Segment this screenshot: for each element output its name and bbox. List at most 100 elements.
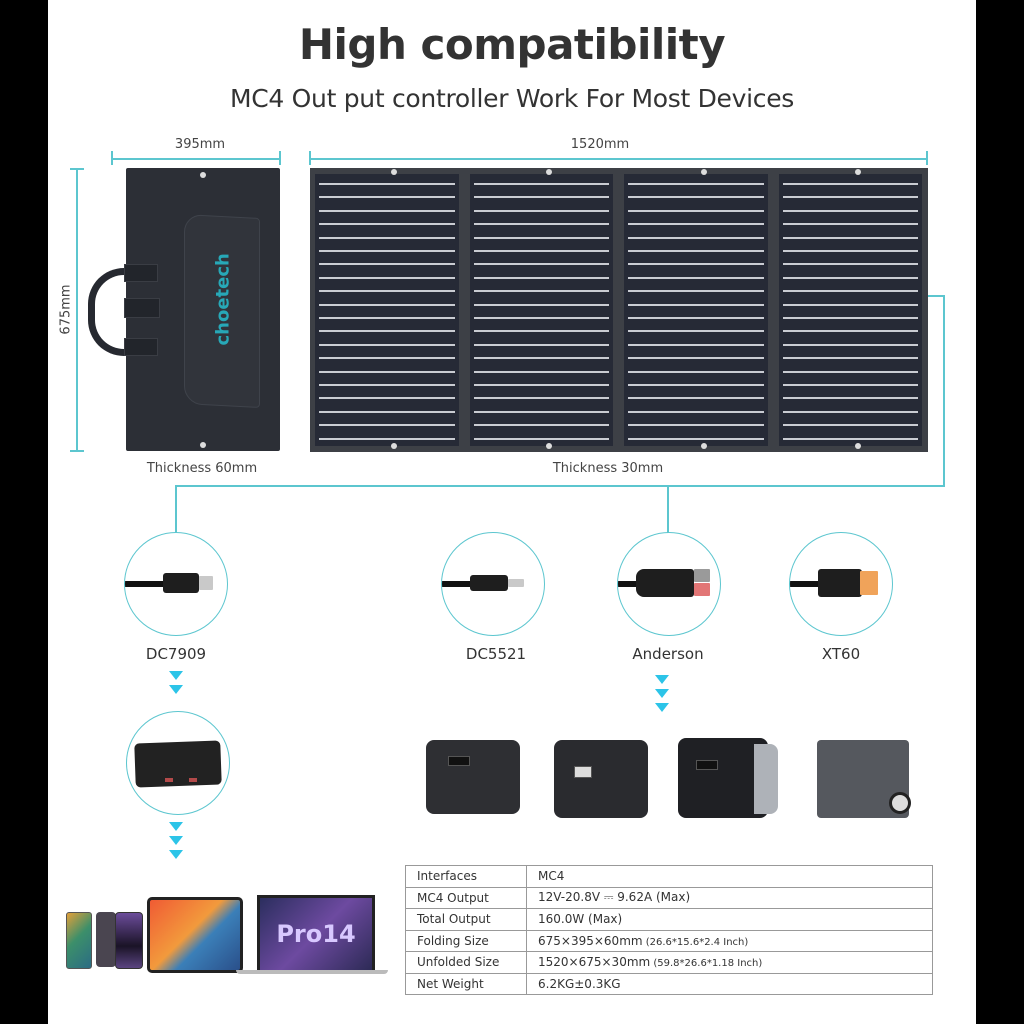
busbar-line <box>319 317 455 319</box>
grommet-icon <box>391 443 397 449</box>
busbar-line <box>319 424 455 427</box>
power-station-3 <box>678 738 778 818</box>
unfolded-width-label: 1520mm <box>570 137 630 152</box>
spec-key: Interfaces <box>405 865 527 888</box>
page-subtitle: MC4 Out put controller Work For Most Dev… <box>229 84 795 113</box>
grommet-icon <box>855 169 861 175</box>
spec-key: Total Output <box>405 908 527 931</box>
busbar-line <box>474 370 609 373</box>
unfolded-thickness-label: Thickness 30mm <box>552 461 664 476</box>
busbar-line <box>783 209 918 212</box>
height-line <box>76 168 78 452</box>
iphone-back <box>96 912 116 967</box>
connector-line <box>943 295 945 486</box>
solar-cell-panel <box>470 174 613 446</box>
iphone <box>115 912 143 969</box>
handle-strap <box>124 264 158 282</box>
handle-strap <box>124 338 158 356</box>
busbar-line <box>628 384 764 386</box>
busbar-line <box>319 209 455 212</box>
power-station-2 <box>554 740 648 818</box>
connector-line <box>175 485 177 533</box>
busbar-line <box>783 223 918 226</box>
spec-key: Net Weight <box>405 972 527 995</box>
busbar-line <box>628 370 764 373</box>
busbar-line <box>628 330 764 333</box>
busbar-line <box>474 410 609 413</box>
solar-cell-panel <box>315 174 459 446</box>
busbar-line <box>783 303 918 306</box>
unfolded-solar-panel <box>310 168 928 452</box>
busbar-line <box>783 250 918 252</box>
grommet-icon <box>701 169 707 175</box>
busbar-line <box>628 276 764 279</box>
busbar-line <box>319 370 455 373</box>
unfolded-width-line <box>310 158 928 160</box>
busbar-line <box>474 437 609 440</box>
busbar-line <box>474 183 609 185</box>
spec-value: 160.0W (Max) <box>526 908 933 931</box>
tablet <box>147 897 243 973</box>
laptop: Pro14 <box>257 895 375 974</box>
spec-table: Interfaces MC4 MC4 Output 12V-20.8V ⎓ 9.… <box>405 865 933 995</box>
busbar-line <box>783 263 918 266</box>
busbar-line <box>783 437 918 440</box>
connector-line <box>928 295 944 297</box>
connector-line <box>176 485 945 487</box>
busbar-line <box>783 276 918 279</box>
table-row: Net Weight 6.2KG±0.3KG <box>405 972 933 995</box>
busbar-line <box>783 424 918 427</box>
busbar-line <box>474 223 609 226</box>
grommet-icon <box>200 442 206 448</box>
busbar-line <box>783 317 918 319</box>
busbar-line <box>319 263 455 266</box>
busbar-line <box>319 303 455 306</box>
table-row: Interfaces MC4 <box>405 865 933 888</box>
busbar-line <box>783 330 918 333</box>
smartphone <box>66 912 92 969</box>
laptop-base <box>236 970 388 974</box>
anderson-plug-icon <box>617 532 721 636</box>
busbar-line <box>783 384 918 386</box>
busbar-line <box>628 303 764 306</box>
folded-width-label: 395mm <box>174 137 226 152</box>
power-station-4 <box>817 740 911 818</box>
power-station-1 <box>426 740 520 814</box>
dimension-tick <box>926 151 928 165</box>
busbar-line <box>783 236 918 239</box>
grommet-icon <box>855 443 861 449</box>
table-row: Total Output 160.0W (Max) <box>405 908 933 931</box>
busbar-line <box>628 317 764 319</box>
dimension-tick <box>309 151 311 165</box>
busbar-line <box>628 397 764 400</box>
busbar-line <box>628 236 764 239</box>
dimension-tick <box>70 450 84 452</box>
busbar-line <box>783 183 918 185</box>
busbar-line <box>783 370 918 373</box>
spec-key: MC4 Output <box>405 886 527 909</box>
busbar-line <box>628 437 764 440</box>
solar-cell-panel <box>779 174 922 446</box>
connector-label: DC7909 <box>145 645 207 663</box>
dimension-tick <box>70 168 84 170</box>
busbar-line <box>474 196 609 199</box>
spec-key: Folding Size <box>405 929 527 952</box>
chevron-down-icon <box>169 836 183 845</box>
busbar-line <box>474 317 609 319</box>
busbar-line <box>474 209 609 212</box>
busbar-line <box>783 290 918 293</box>
grommet-icon <box>391 169 397 175</box>
spec-key: Unfolded Size <box>405 951 527 974</box>
busbar-line <box>628 290 764 293</box>
busbar-line <box>319 330 455 333</box>
busbar-line <box>474 263 609 266</box>
busbar-line <box>319 223 455 226</box>
busbar-line <box>783 397 918 400</box>
folded-thickness-label: Thickness 60mm <box>146 461 258 476</box>
chevron-down-icon <box>655 689 669 698</box>
grommet-icon <box>701 443 707 449</box>
chevron-down-icon <box>169 850 183 859</box>
busbar-line <box>474 303 609 306</box>
dimension-tick <box>111 151 113 165</box>
dc7909-plug-icon <box>124 532 228 636</box>
